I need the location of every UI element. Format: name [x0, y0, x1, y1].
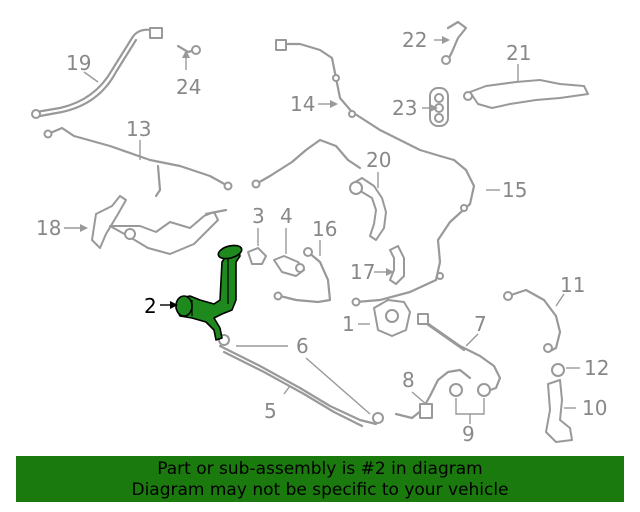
- leader-part-2: [160, 301, 178, 309]
- part-12-clamp[interactable]: [551, 363, 565, 377]
- callout-20: 20: [366, 148, 391, 172]
- callout-6: 6: [296, 334, 309, 358]
- part-5-bar[interactable]: [218, 344, 378, 428]
- callout-13: 13: [126, 117, 151, 141]
- part-24-elbow[interactable]: [176, 44, 201, 55]
- callout-17: 17: [350, 260, 375, 284]
- callout-22: 22: [402, 28, 427, 52]
- callout-21: 21: [506, 41, 531, 65]
- part-3-fitting[interactable]: [247, 247, 267, 265]
- part-4-fitting[interactable]: [273, 255, 305, 277]
- part-17-hose[interactable]: [389, 245, 405, 285]
- callout-23: 23: [392, 96, 417, 120]
- callout-1: 1: [342, 312, 355, 336]
- callout-14: 14: [290, 92, 315, 116]
- leader-lines: [64, 36, 580, 424]
- part-10-hose[interactable]: [545, 379, 573, 443]
- part-15-line[interactable]: [251, 138, 476, 307]
- callout-9: 9: [462, 422, 475, 446]
- part-14-line[interactable]: [275, 39, 456, 162]
- banner-line-2: Diagram may not be specific to your vehi…: [131, 480, 509, 500]
- callout-7: 7: [474, 312, 487, 336]
- part-16-line[interactable]: [273, 247, 332, 304]
- part-22-elbow[interactable]: [441, 20, 468, 65]
- callout-2: 2: [144, 294, 157, 318]
- callout-labels: 19 24 13 14 22 21 23 15 20 18 3 4 16 17 …: [36, 28, 609, 446]
- parts-diagram: 19 24 13 14 22 21 23 15 20 18 3 4 16 17 …: [31, 20, 609, 446]
- callout-12: 12: [584, 356, 609, 380]
- callout-10: 10: [582, 396, 607, 420]
- part-18-hose[interactable]: [91, 195, 228, 255]
- part-21-line[interactable]: [463, 79, 589, 109]
- part-2-hose-highlighted[interactable]: [175, 243, 243, 341]
- callout-8: 8: [402, 368, 415, 392]
- info-banner: Part or sub-assembly is #2 in diagram Di…: [16, 456, 624, 502]
- part-13-line[interactable]: [43, 126, 233, 198]
- callout-18: 18: [36, 216, 61, 240]
- callout-19: 19: [66, 51, 91, 75]
- callout-15: 15: [502, 178, 527, 202]
- part-7-hose[interactable]: [417, 313, 502, 394]
- callout-3: 3: [252, 204, 265, 228]
- callout-16: 16: [312, 217, 337, 241]
- callout-24: 24: [176, 75, 201, 99]
- callout-5: 5: [264, 399, 277, 423]
- callout-11: 11: [560, 273, 585, 297]
- part-9-clamps[interactable]: [449, 383, 491, 397]
- part-19-hose[interactable]: [31, 27, 164, 119]
- banner-line-1: Part or sub-assembly is #2 in diagram: [157, 459, 483, 479]
- part-11-line[interactable]: [503, 288, 562, 354]
- callout-4: 4: [280, 204, 293, 228]
- part-20-hose[interactable]: [349, 177, 387, 241]
- part-1-block[interactable]: [373, 299, 411, 337]
